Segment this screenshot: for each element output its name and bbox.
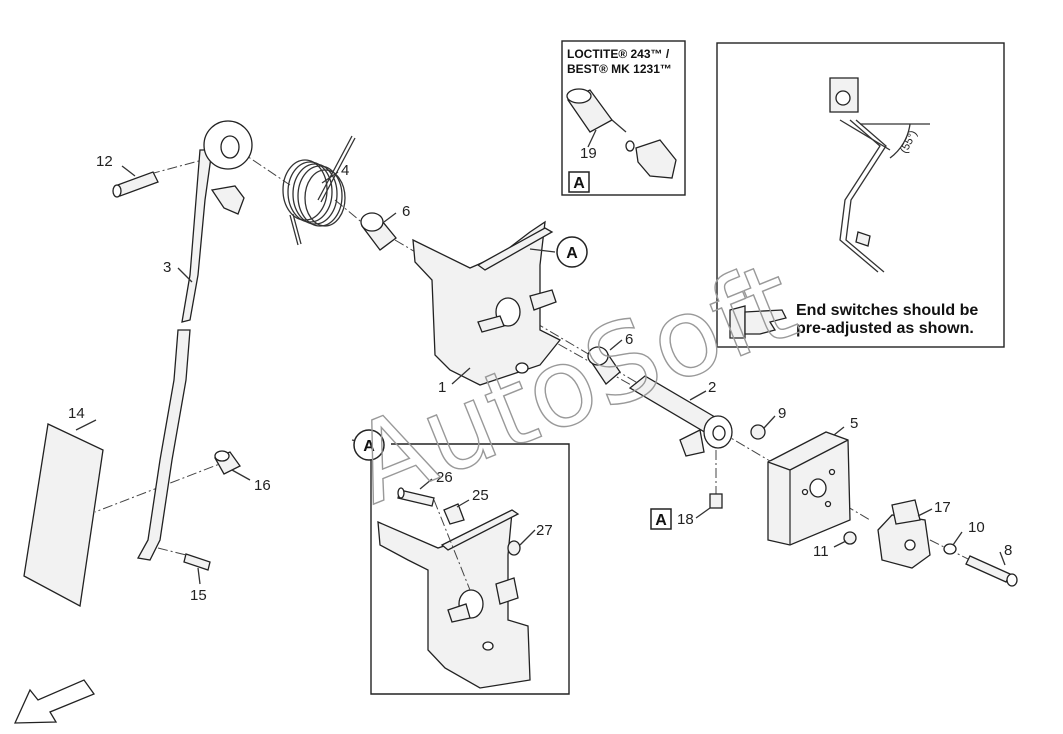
watermark: AutoSoft: [336, 239, 813, 529]
ref-a-box-19-label: A: [573, 175, 585, 192]
note-line-1: End switches should be: [796, 302, 978, 319]
bushing-upper: [360, 212, 397, 251]
callout-27: 27: [536, 522, 553, 539]
mounting-bracket: [412, 220, 562, 386]
reference-a-box-18: A: [650, 508, 672, 530]
bushing-lower: [587, 346, 621, 385]
pin-12: [112, 171, 159, 198]
callout-8: 8: [1004, 542, 1012, 559]
pedal-lever: [136, 120, 253, 561]
callout-19: 19: [580, 145, 597, 162]
plug-16: [214, 450, 241, 475]
callout-9: 9: [778, 405, 786, 422]
sensor-housing: [767, 431, 851, 546]
callout-4: 4: [341, 162, 349, 179]
loctite-line-2: BEST® MK 1231™: [567, 62, 672, 76]
nut-9: [750, 424, 766, 440]
callout-25: 25: [472, 487, 489, 504]
callout-14: 14: [68, 405, 85, 422]
set-screw-18: [709, 493, 723, 509]
ref-a-box-18-label: A: [655, 512, 667, 529]
pedal-pad: [23, 423, 104, 608]
callout-10: 10: [968, 519, 985, 536]
screw-11: [843, 531, 857, 545]
callout-17: 17: [934, 499, 951, 516]
reference-a-main: A: [556, 236, 588, 268]
roll-pin-15: [183, 553, 211, 571]
callout-26: 26: [436, 469, 453, 486]
pivot-shaft: [628, 375, 733, 457]
callout-6-lower: 6: [625, 331, 633, 348]
bolt-8: [965, 555, 1018, 587]
ref-a-detail-label: A: [363, 438, 375, 455]
callout-12: 12: [96, 153, 113, 170]
angle-label: (55°): [898, 129, 920, 156]
callout-15: 15: [190, 587, 207, 604]
direction-arrow-icon: [13, 679, 96, 724]
reference-a-box-19: A: [568, 171, 590, 193]
callout-labels: 12 3 4 6 1 6 2 9 5 14 16 15 18 11 17 10 …: [68, 145, 1012, 604]
torsion-spring: [282, 135, 356, 246]
callout-1: 1: [438, 379, 446, 396]
end-switch: [877, 499, 931, 569]
washer-10: [943, 543, 957, 555]
callout-6-upper: 6: [402, 203, 410, 220]
loctite-line-1: LOCTITE® 243™ /: [567, 47, 670, 61]
callout-16: 16: [254, 477, 271, 494]
ref-a-main-label: A: [566, 245, 578, 262]
callout-2: 2: [708, 379, 716, 396]
callout-18: 18: [677, 511, 694, 528]
note-line-2: pre-adjusted as shown.: [796, 320, 974, 337]
callout-5: 5: [850, 415, 858, 432]
callout-11: 11: [813, 543, 829, 560]
reference-a-detail: A: [353, 429, 385, 461]
callout-3: 3: [163, 259, 171, 276]
loctite-box: [561, 40, 686, 196]
detail-a-box: [370, 443, 570, 695]
note-box: [716, 42, 1005, 348]
